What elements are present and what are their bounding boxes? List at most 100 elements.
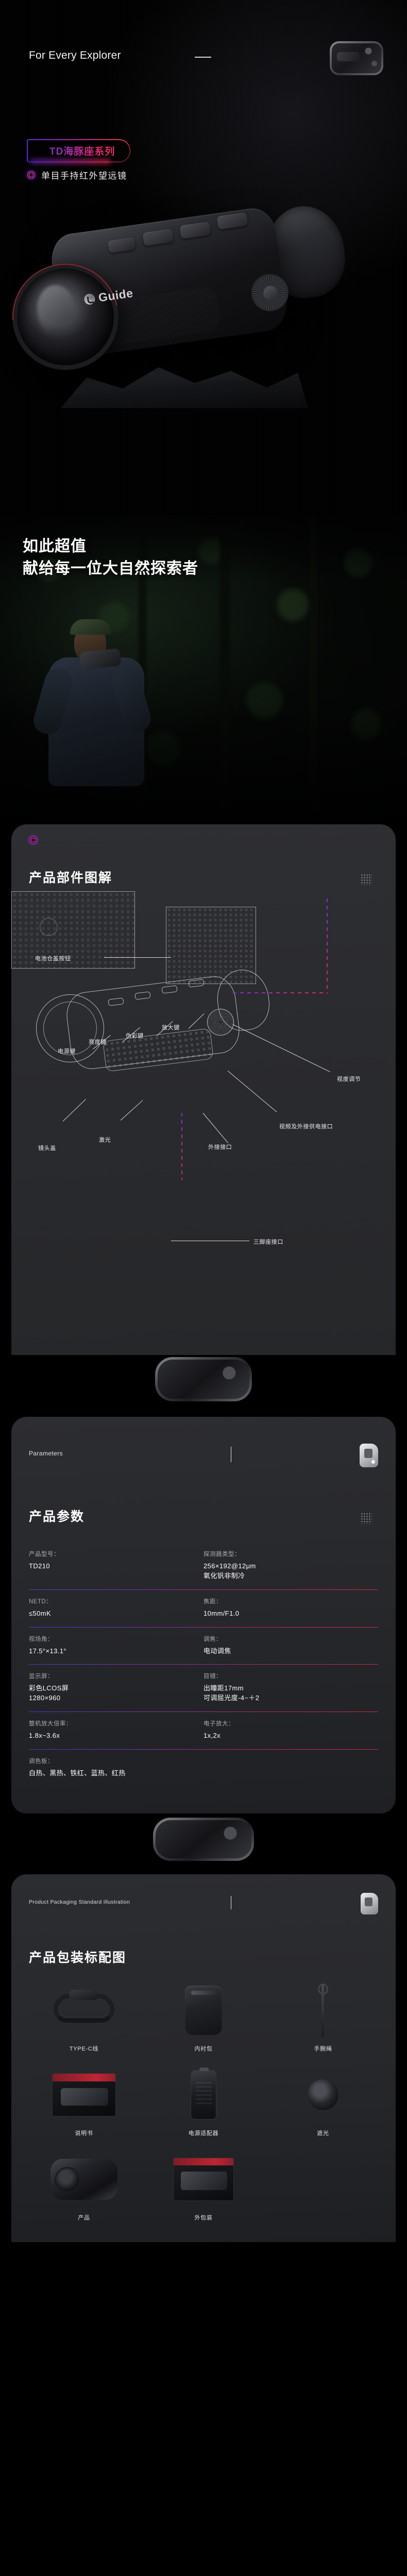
spec-value: 17.5°×13.1° [29,1647,66,1655]
package-item-thumb [146,2066,261,2124]
package-item-thumb [27,1981,141,2039]
explorer-cap [70,619,111,635]
package-item-label: 产品 [78,2214,90,2221]
parts-section-title: 产品部件图解 [29,871,113,885]
spec-key: 整机放大倍率： [29,1721,72,1727]
spec-section-title: 产品参数 [29,1510,85,1524]
spec-value: 1.8x~3.6x [29,1732,60,1740]
hero-product-thumbnail [330,41,383,75]
spec-key: 调色板： [29,1758,54,1765]
dot-grid-decoration [361,874,372,885]
accent-dashed-vertical-lower [181,1113,182,1180]
callout-brightness-key: 亮度键 [89,1039,107,1045]
lifestyle-headline: 如此超值 献给每一位大自然探索者 [23,536,384,580]
hero-device-photo: Guide [0,192,407,408]
target-ring-icon [29,836,38,844]
table-row: NETD： ≤50mK 焦距： 10mm/F1.0 [29,1590,378,1628]
headline-line-2: 献给每一位大自然探索者 [23,560,198,577]
spec-section: Parameters 产品参数 产品型号： TD210 探测器类型： [0,1417,407,1874]
hero-subtitle-row: 单目手持红外望远镜 [27,168,127,181]
list-item: TYPE-C线 [27,1981,141,2053]
pouch-icon [185,1985,222,2035]
document-icon [360,1444,378,1467]
callout-palette-key: 伪彩键 [126,1033,144,1039]
package-item-label: 说明书 [75,2130,93,2137]
series-badge: TD海豚座系列 [27,139,130,162]
package-header-label: Product Packaging Standard Illustration [29,1899,130,1905]
package-item-thumb [266,1981,380,2039]
spec-key: 目镜： [204,1673,222,1680]
spec-section-photo [0,1813,407,1874]
table-row: 视场角： 17.5°×13.1° 调焦： 电动调焦 [29,1628,378,1665]
list-item: 手腕绳 [266,1981,380,2053]
hero-topbar: For Every Explorer [0,41,407,86]
spec-header-label: Parameters [29,1450,63,1457]
spec-key: 视场角： [29,1636,54,1642]
dot-grid-decoration [361,1513,372,1524]
package-item-label: 内衬包 [194,2045,213,2052]
product-icon [50,2158,117,2200]
spec-card: Parameters 产品参数 产品型号： TD210 探测器类型： [11,1417,396,1814]
callout-battery-cover-button: 电池仓盖按钮 [35,956,71,962]
list-item: 说明书 [27,2066,141,2137]
spec-divider [29,1749,378,1750]
list-item: 外包装 [146,2150,261,2222]
target-ring-icon [27,171,36,179]
diagram-inset-detail [166,907,256,984]
spec-key: 电子放大： [204,1721,234,1727]
spec-cell [204,1757,378,1778]
spec-cell: 产品型号： TD210 [29,1550,204,1581]
callout-zoom-key: 放大键 [162,1025,180,1031]
package-item-thumb [27,2066,141,2124]
spec-divider [29,1664,378,1665]
accent-dashed-vertical [327,899,328,993]
parts-section-photo [0,1355,407,1417]
package-item-label: 遮光 [317,2130,329,2137]
device-photo-image [158,1360,249,1399]
explorer-figure [21,618,175,814]
spec-cell: 调色板： 白热、黑热、铁红、蓝热、红热 [29,1757,204,1778]
package-item-label: 电源适配器 [188,2130,219,2137]
leader-line [62,1099,86,1122]
leader-line [120,1100,143,1121]
package-items-grid: TYPE-C线 内衬包 手腕绳 [27,1981,380,2222]
package-item-label: TYPE-C线 [69,2045,99,2052]
lifestyle-section: 如此超值 献给每一位大自然探索者 [0,515,407,814]
callout-external-port: 外接接口 [208,1144,232,1150]
spec-cell: 电子放大： 1x,2x [204,1719,378,1741]
spec-key: NETD： [29,1598,53,1605]
package-item-thumb [146,2150,261,2208]
leader-line [104,957,171,958]
hero-section: For Every Explorer TD海豚座系列 单目手持红外望远镜 [0,0,407,515]
callout-tripod-socket: 三脚座接口 [253,1239,283,1245]
device-photo-pill [153,1817,254,1861]
package-item-label: 外包装 [194,2214,213,2221]
package-item-thumb [146,1981,261,2039]
package-card-header: Product Packaging Standard Illustration [29,1892,378,1918]
spec-divider [29,1711,378,1713]
device-photo-pill [155,1357,252,1401]
document-icon [361,1892,378,1914]
hero-divider-dash [195,57,211,58]
callout-laser: 激光 [99,1137,111,1143]
leader-line [227,1071,277,1112]
lens-cap-icon [306,2077,340,2112]
spec-cell: NETD： ≤50mK [29,1597,204,1619]
spec-value: TD210 [29,1562,50,1570]
callout-lens-cap: 镜头盖 [38,1145,56,1151]
carton-icon [173,2157,234,2201]
list-item: 遮光 [266,2066,380,2137]
list-item: 内衬包 [146,1981,261,2053]
spec-value: 1x,2x [204,1732,221,1740]
parts-diagram: 电池仓盖按钮 电源键 亮度键 伪彩键 放大键 视度调节 视频及外接供电接口 镜头… [11,891,396,1355]
list-item: 电源适配器 [146,2066,261,2137]
spec-value: 白热、黑热、铁红、蓝热、红热 [29,1769,126,1777]
spec-value: 10mm/F1.0 [204,1609,240,1617]
hero-subtitle: 单目手持红外望远镜 [41,171,127,181]
